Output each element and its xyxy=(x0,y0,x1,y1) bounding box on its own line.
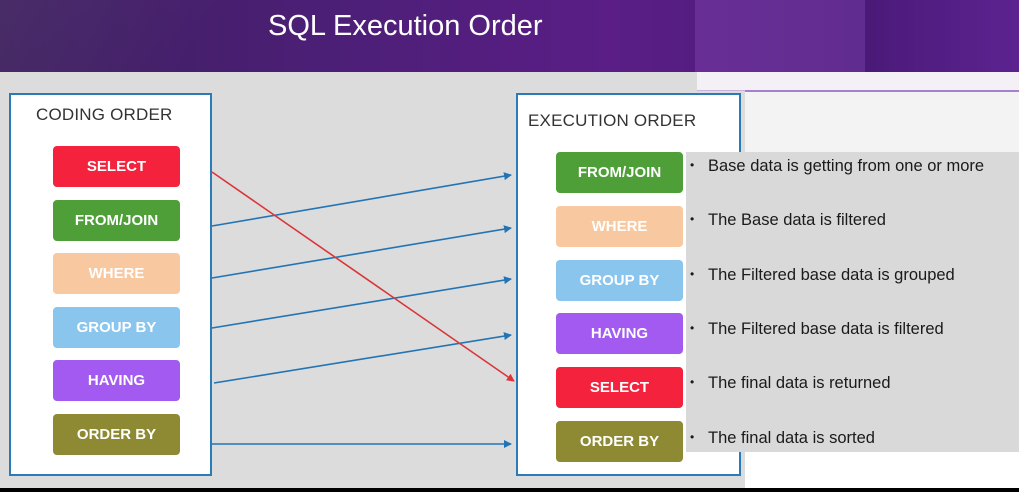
description-text: The Filtered base data is filtered xyxy=(708,320,944,338)
description-text: The final data is sorted xyxy=(708,429,875,447)
exec-step-order-by: ORDER BY xyxy=(556,421,683,462)
description-order-by: • The final data is sorted xyxy=(688,429,875,448)
step-label: ORDER BY xyxy=(76,426,157,443)
description-from-join: • Base data is getting from one or more xyxy=(688,157,984,176)
coding-step-where: WHERE xyxy=(53,253,180,294)
exec-step-where: WHERE xyxy=(556,206,683,247)
bullet: • xyxy=(690,375,695,389)
description-text: The Base data is filtered xyxy=(708,211,886,229)
slide-title: SQL Execution Order xyxy=(268,10,543,42)
description-select: • The final data is returned xyxy=(688,374,891,393)
exec-step-select: SELECT xyxy=(556,367,683,408)
coding-step-order-by: ORDER BY xyxy=(53,414,180,455)
arrow-from-join xyxy=(211,172,512,227)
banner-decoration xyxy=(0,0,330,72)
description-where: • The Base data is filtered xyxy=(688,211,886,230)
exec-step-having: HAVING xyxy=(556,313,683,354)
description-text: The Filtered base data is grouped xyxy=(708,266,955,284)
arrow-select xyxy=(211,171,515,382)
step-label: HAVING xyxy=(87,372,146,389)
step-label: ORDER BY xyxy=(579,433,660,450)
step-label: WHERE xyxy=(591,218,648,235)
bullet: • xyxy=(690,158,695,172)
description-having: • The Filtered base data is filtered xyxy=(688,320,944,339)
coding-order-heading: CODING ORDER xyxy=(36,105,173,124)
bullet: • xyxy=(690,430,695,444)
step-label: SELECT xyxy=(589,379,650,396)
bullet: • xyxy=(690,321,695,335)
bullet: • xyxy=(690,212,695,226)
step-label: GROUP BY xyxy=(579,272,660,289)
step-label: SELECT xyxy=(86,158,147,175)
step-label: WHERE xyxy=(88,265,145,282)
exec-step-group-by: GROUP BY xyxy=(556,260,683,301)
coding-step-having: HAVING xyxy=(53,360,180,401)
title-banner: SQL Execution Order xyxy=(0,0,1019,72)
description-panel xyxy=(686,152,1019,452)
banner-decoration xyxy=(695,0,865,72)
description-text: Base data is getting from one or more xyxy=(708,157,985,175)
coding-step-select: SELECT xyxy=(53,146,180,187)
bullet: • xyxy=(690,267,695,281)
step-label: FROM/JOIN xyxy=(74,212,159,229)
arrow-having xyxy=(213,332,512,384)
step-label: HAVING xyxy=(590,325,649,342)
step-label: GROUP BY xyxy=(76,319,157,336)
coding-step-from-join: FROM/JOIN xyxy=(53,200,180,241)
overlay-panel xyxy=(745,90,1019,158)
bottom-border xyxy=(0,488,1019,492)
description-text: The final data is returned xyxy=(708,374,891,392)
coding-step-group-by: GROUP BY xyxy=(53,307,180,348)
description-group-by: • The Filtered base data is grouped xyxy=(688,266,955,285)
overlay-panel xyxy=(745,452,1019,488)
execution-order-heading: EXECUTION ORDER xyxy=(528,111,697,130)
arrow-where xyxy=(211,225,512,279)
arrow-group-by xyxy=(211,276,512,329)
step-label: FROM/JOIN xyxy=(577,164,662,181)
exec-step-from-join: FROM/JOIN xyxy=(556,152,683,193)
